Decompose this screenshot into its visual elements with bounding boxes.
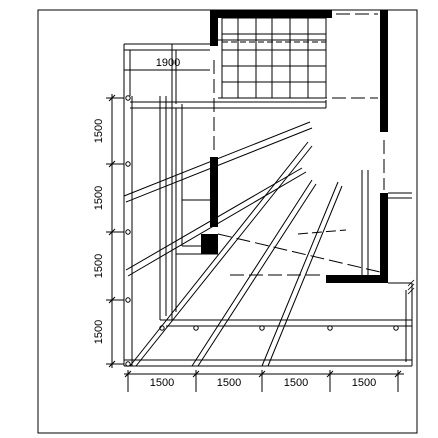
bottom-dimension-4: 1500: [352, 377, 376, 389]
window-grid: [221, 17, 327, 99]
wall-right: [380, 10, 388, 132]
drawing-border: [37, 9, 418, 434]
walls: [201, 10, 388, 283]
inner-scaffold: [130, 96, 413, 366]
left-dimension-2: 1500: [93, 186, 105, 210]
top-scaffold-frame: [123, 39, 326, 108]
left-dimension-chain: [106, 94, 124, 368]
left-dimension-3: 1500: [93, 254, 105, 278]
radiating-braces: [123, 121, 347, 367]
wall-left-upper: [210, 10, 218, 46]
wall-top: [210, 10, 332, 18]
bottom-dimension-2: 1500: [217, 377, 241, 389]
wall-right-lower: [380, 193, 388, 283]
hatch-detail: [407, 279, 415, 295]
wall-corner-block: [201, 234, 218, 254]
wall-left-middle: [210, 157, 218, 227]
bottom-dimension-3: 1500: [284, 377, 308, 389]
top-dimension-text: 1900: [156, 57, 180, 69]
left-dimension-4: 1500: [93, 320, 105, 344]
bottom-dimension-1: 1500: [150, 377, 174, 389]
left-ledger: [123, 95, 412, 367]
bottom-dimension-chain: [124, 370, 404, 392]
left-dimension-1: 1500: [93, 119, 105, 143]
wall-bottom: [326, 275, 388, 283]
